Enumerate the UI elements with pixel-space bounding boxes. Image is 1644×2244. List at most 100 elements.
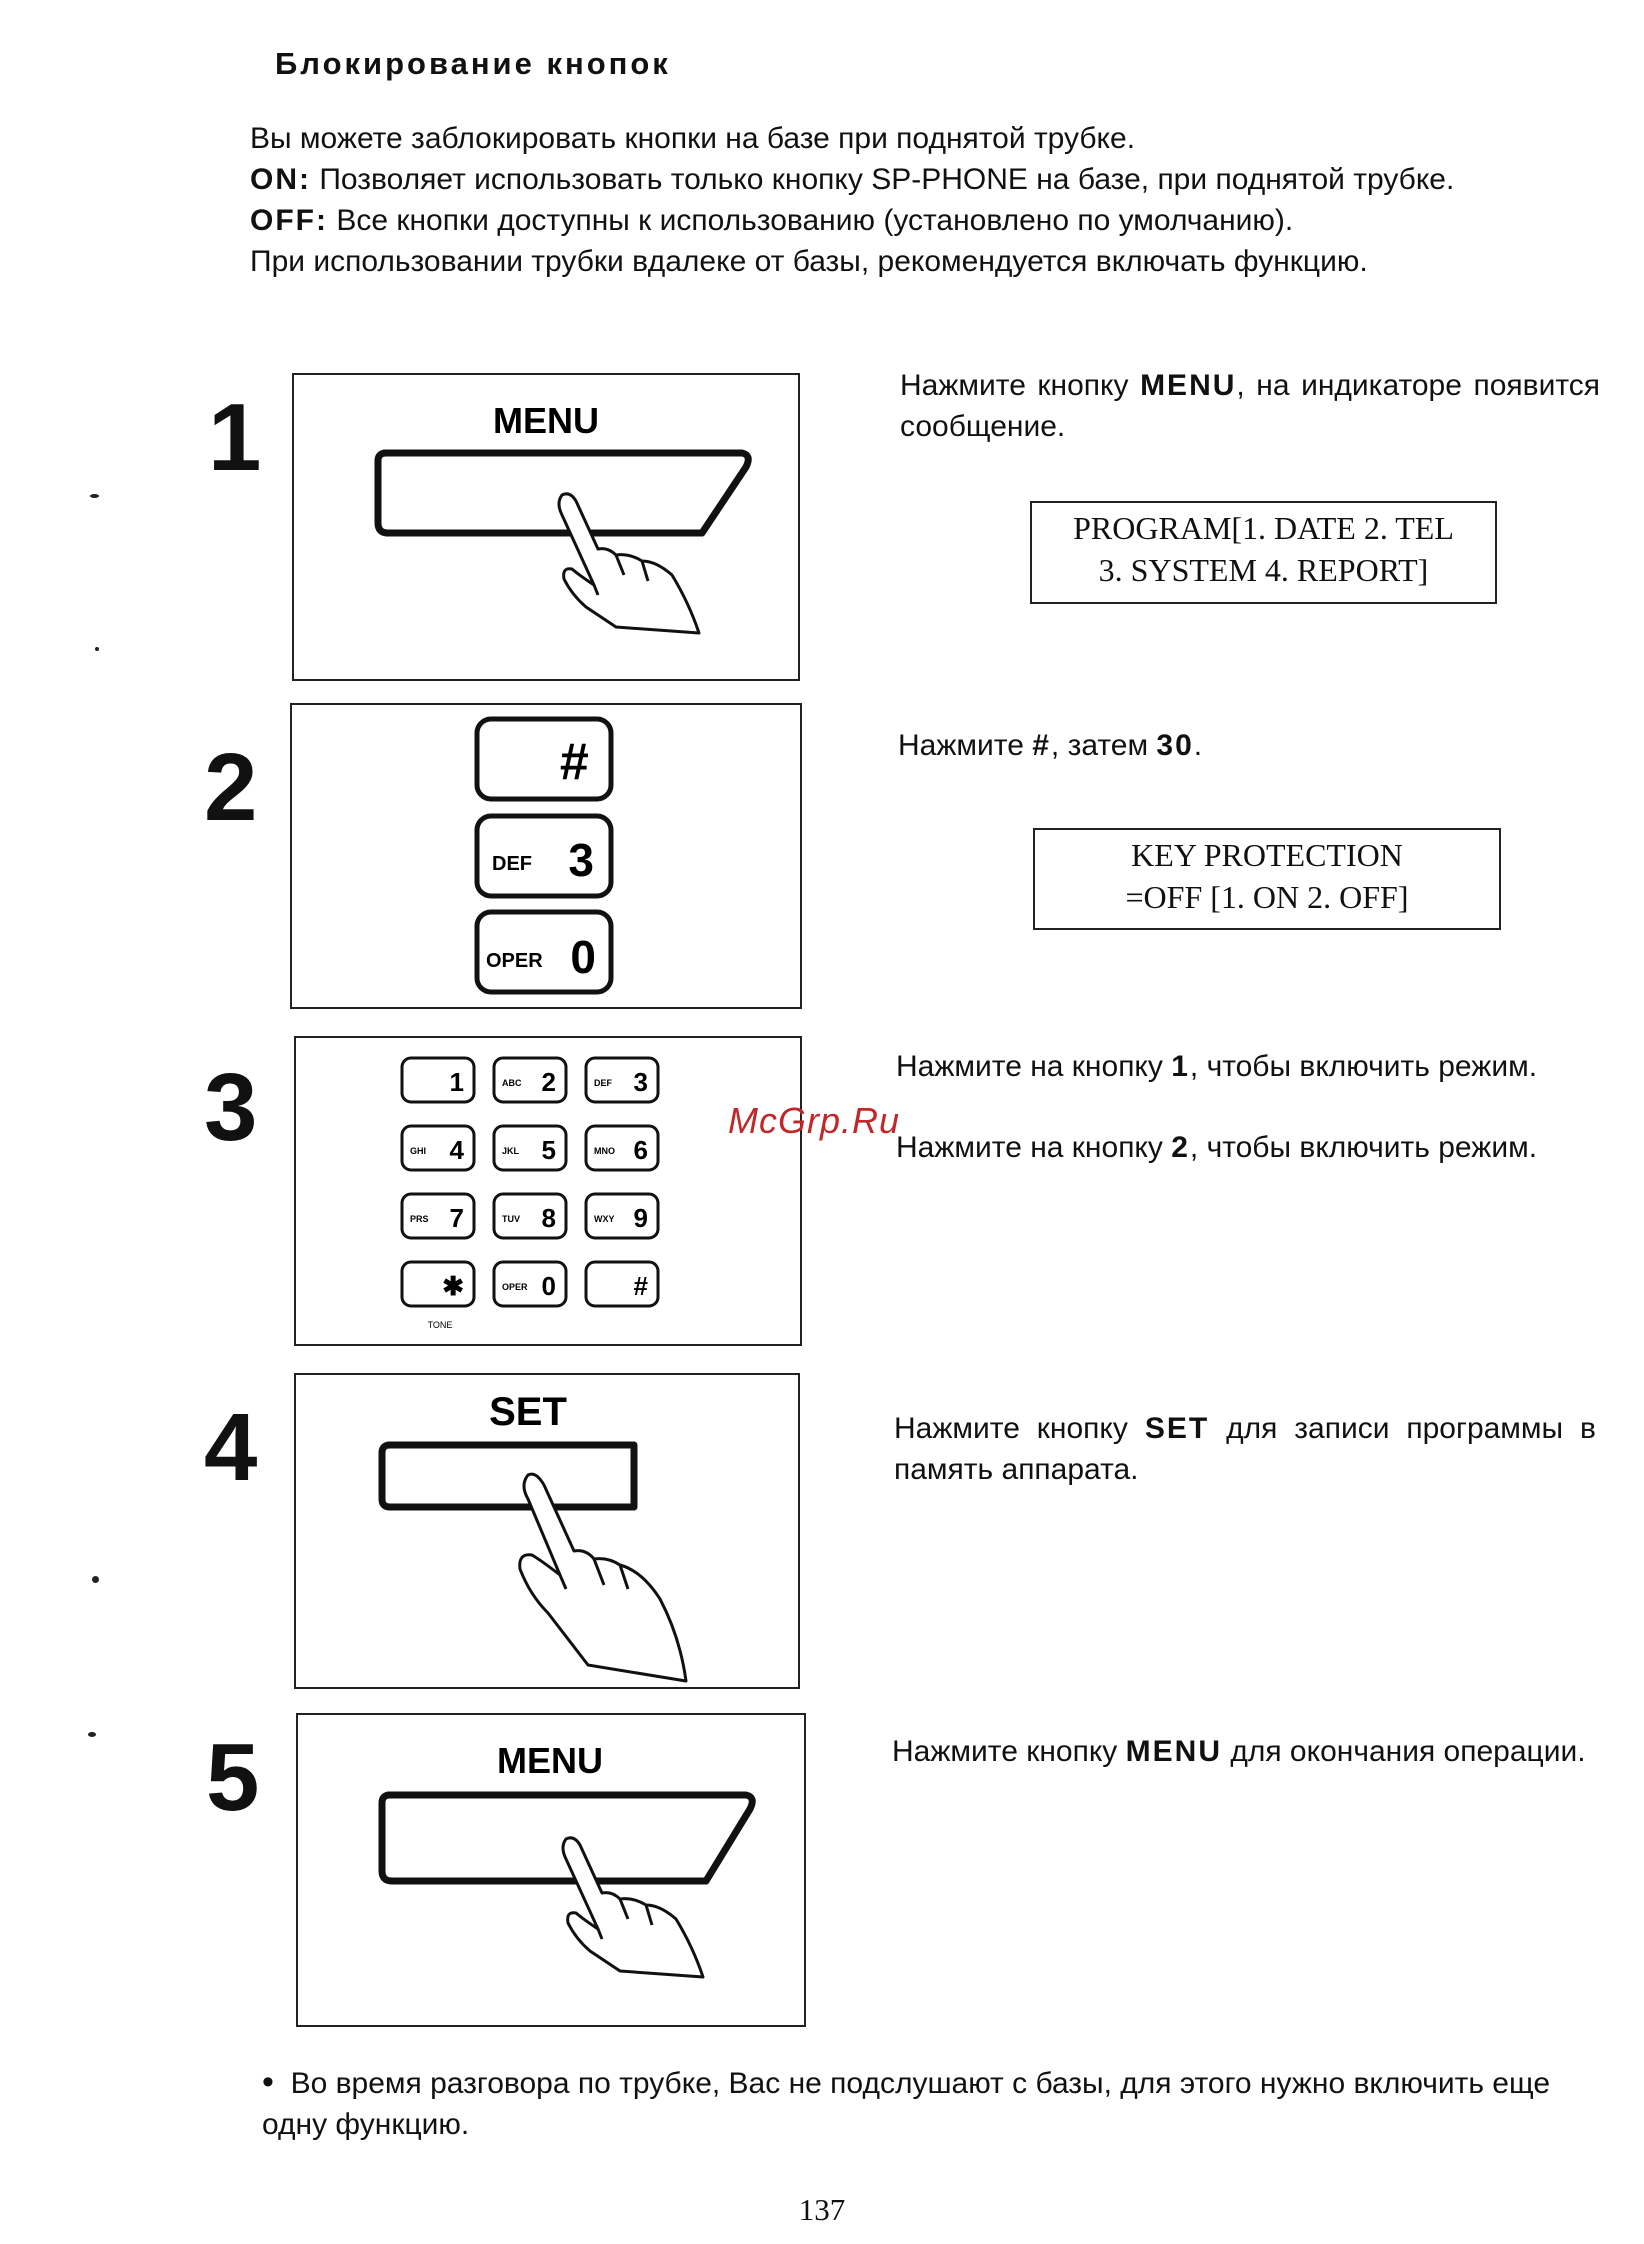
desc-text: Нажмите кнопку: [894, 1412, 1145, 1445]
footnote-text: Во время разговора по трубке, Вас не под…: [262, 2067, 1551, 2141]
desc-key: #: [1032, 729, 1051, 762]
key-main: 5: [542, 1135, 556, 1165]
off-text: Все кнопки доступны к использованию (уст…: [336, 204, 1294, 237]
step-number: 1: [208, 384, 262, 491]
finger-press-icon: [557, 492, 701, 635]
key-main: 0: [542, 1271, 556, 1301]
tone-label: TONE: [428, 1320, 453, 1330]
keypad-key: 1: [400, 1056, 476, 1104]
step-number: 4: [204, 1394, 258, 1501]
keypad-key: ✱: [400, 1260, 476, 1308]
keypad-key: WXY 9: [584, 1192, 660, 1240]
keypad-key: TUV 8: [492, 1192, 568, 1240]
key-main: ✱: [442, 1271, 464, 1301]
key-main: #: [634, 1271, 649, 1301]
desc-key: MENU: [1125, 1735, 1222, 1768]
key-sub: OPER: [486, 950, 543, 972]
menu-button-press-illustration: MENU: [378, 1740, 756, 1979]
scan-speck: [92, 1576, 99, 1583]
key-main: 7: [450, 1203, 464, 1233]
scan-speck: [95, 647, 99, 651]
keypad-key: ABC 2: [492, 1056, 568, 1104]
bullet-icon: •: [262, 2063, 274, 2101]
step-2-illustration: # DEF 3 OPER 0: [290, 703, 802, 1009]
footnote: • Во время разговора по трубке, Вас не п…: [262, 2062, 1552, 2145]
key-main: 9: [634, 1203, 648, 1233]
desc-text: для записи программы в память аппарата.: [894, 1412, 1596, 1486]
intro-line: Вы можете заблокировать кнопки на базе п…: [250, 122, 1136, 155]
desc-text: Нажмите кнопку: [892, 1735, 1126, 1768]
display-message: PROGRAM[1. DATE 2. TEL 3. SYSTEM 4. REPO…: [1030, 501, 1497, 604]
hash-key: [474, 716, 614, 802]
off-label: OFF:: [250, 204, 328, 237]
desc-text: , на индикаторе появится сообщение.: [900, 369, 1600, 443]
intro-recommendation: При использовании трубки вдалеке от базы…: [250, 245, 1368, 278]
zero-key: [474, 909, 614, 995]
desc-text: Нажмите на кнопку: [896, 1050, 1172, 1083]
key-sub: WXY: [594, 1214, 615, 1224]
key-main: 8: [542, 1203, 556, 1233]
key-main: 6: [634, 1135, 648, 1165]
step-5-illustration: MENU: [296, 1713, 806, 2027]
key-sub: PRS: [410, 1214, 429, 1224]
intro-on-line: ON: Позволяет использовать только кнопку…: [250, 159, 1540, 200]
set-button-shape: [378, 1441, 638, 1511]
on-text: Позволяет использовать только кнопку SP-…: [319, 163, 1455, 196]
desc-text: Нажмите кнопку: [900, 369, 1141, 402]
desc-key: 30: [1156, 729, 1194, 762]
intro-block: Вы можете заблокировать кнопки на базе п…: [250, 118, 1540, 282]
desc-text: , чтобы включить режим.: [1189, 1131, 1538, 1164]
intro-off-line: OFF: Все кнопки доступны к использованию…: [250, 200, 1540, 241]
desc-key: 1: [1171, 1050, 1190, 1083]
desc-text: , чтобы включить режим.: [1189, 1050, 1538, 1083]
key-sub: MNO: [594, 1146, 615, 1156]
keypad-key: #: [584, 1260, 660, 1308]
desc-text: для окончания операции.: [1222, 1735, 1586, 1768]
key-main: 0: [570, 931, 596, 983]
step-4-illustration: SET: [294, 1373, 800, 1689]
desc-text: .: [1193, 729, 1203, 762]
key-main: 3: [634, 1067, 648, 1097]
display-line: PROGRAM[1. DATE 2. TEL: [1073, 510, 1454, 546]
key-sub: OPER: [502, 1282, 528, 1292]
finger-press-icon: [561, 1836, 705, 1979]
display-line: KEY PROTECTION: [1131, 837, 1403, 873]
on-label: ON:: [250, 163, 311, 196]
display-message: KEY PROTECTION =OFF [1. ON 2. OFF]: [1033, 828, 1501, 930]
key-main: #: [559, 733, 588, 791]
set-button-press-illustration: SET: [378, 1390, 688, 1683]
finger-press-icon: [518, 1472, 688, 1683]
key-main: 1: [450, 1067, 464, 1097]
page-title: Блокирование кнопок: [275, 46, 671, 81]
keypad-key: JKL 5: [492, 1124, 568, 1172]
display-line: =OFF [1. ON 2. OFF]: [1125, 879, 1409, 915]
watermark: McGrp.Ru: [728, 1100, 901, 1141]
keypad-key: DEF 3: [584, 1056, 660, 1104]
step-number: 5: [206, 1724, 260, 1831]
scan-speck: [88, 1732, 96, 1737]
keypad-key: MNO 6: [584, 1124, 660, 1172]
step-3-description-1: Нажмите на кнопку 1, чтобы включить режи…: [896, 1046, 1598, 1087]
desc-key: MENU: [1140, 369, 1237, 402]
scan-speck: [90, 494, 99, 498]
key-main: 2: [542, 1067, 556, 1097]
key-sub: JKL: [502, 1146, 520, 1156]
step-4-description: Нажмите кнопку SET для записи программы …: [894, 1408, 1596, 1490]
key-main: 3: [568, 834, 594, 886]
keypad-key: OPER 0: [492, 1260, 568, 1308]
key-sub: TUV: [502, 1214, 520, 1224]
step-number: 3: [204, 1054, 258, 1161]
step-5-description: Нажмите кнопку MENU для окончания операц…: [892, 1731, 1594, 1772]
set-button-label: SET: [489, 1390, 567, 1434]
keys-illustration: # DEF 3 OPER 0: [474, 716, 614, 995]
three-key: [474, 813, 614, 899]
menu-button-press-illustration: MENU: [374, 400, 752, 635]
key-sub: DEF: [594, 1078, 613, 1088]
desc-text: Нажмите: [898, 729, 1033, 762]
desc-text: , затем: [1050, 729, 1157, 762]
key-sub: ABC: [502, 1078, 522, 1088]
display-line: 3. SYSTEM 4. REPORT]: [1098, 552, 1429, 588]
key-sub: GHI: [410, 1146, 426, 1156]
